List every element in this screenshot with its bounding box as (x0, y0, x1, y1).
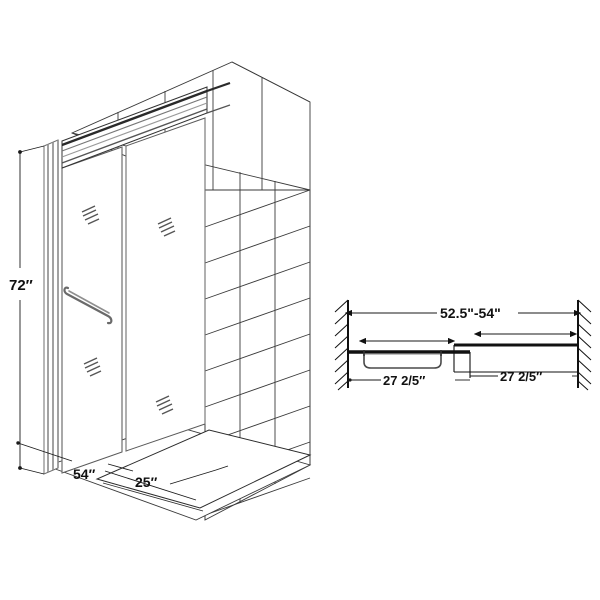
door-handle (63, 286, 113, 325)
top-header-rail (61, 81, 231, 169)
right-fixed-glass-panel (125, 117, 206, 452)
dimension-label-height: 72″ (9, 277, 33, 294)
plan-fixed-panel (453, 343, 579, 373)
threshold-track (95, 429, 312, 512)
dimension-label-right-panel: 27 2/5″ (500, 369, 542, 384)
dimension-left-panel (348, 378, 470, 382)
dimension-label-width: 54″ (73, 466, 96, 482)
plan-sliding-panel (348, 350, 471, 378)
left-sliding-glass-panel (61, 146, 123, 474)
left-wall-hatched (334, 299, 349, 391)
dimension-label-left-panel: 27 2/5″ (383, 373, 425, 388)
iso-view-group: 72″ 54″ 25″ (9, 61, 312, 521)
dimension-height-72 (18, 145, 45, 475)
right-wall-hatched (577, 299, 592, 391)
dimension-depth-25 (107, 463, 229, 485)
left-frame-post (43, 139, 59, 475)
dimension-width-54 (16, 441, 197, 501)
dimension-label-overall: 52.5"-54" (440, 305, 501, 321)
dimension-label-depth: 25″ (135, 474, 158, 490)
top-plan-view-group: 52.5"-54" (334, 299, 592, 391)
